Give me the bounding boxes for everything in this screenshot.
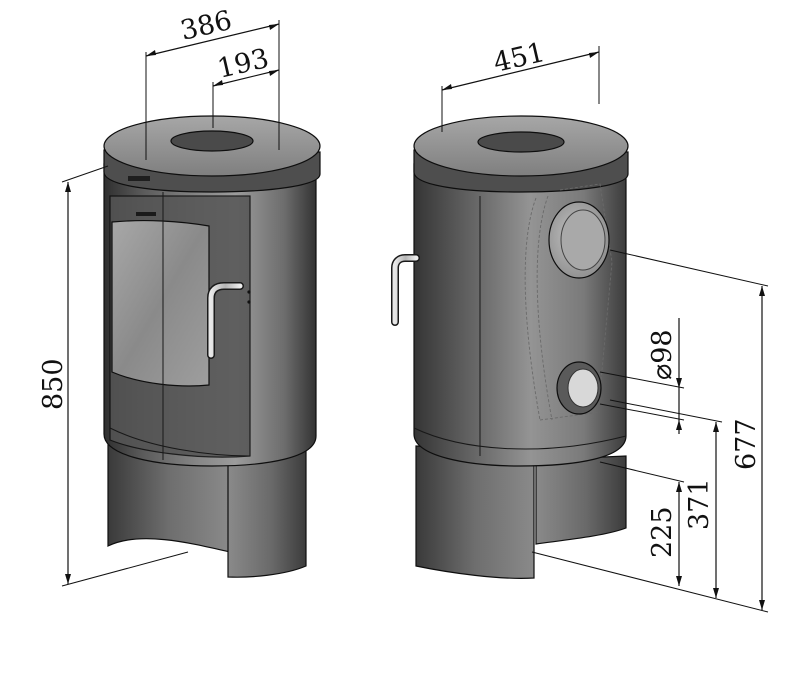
front-view: [103, 115, 321, 578]
side-top-plate: [477, 131, 565, 153]
side-front-leg: [415, 445, 535, 579]
door-emblem: [136, 212, 156, 216]
dim-rear-flue-height: 677: [731, 418, 762, 470]
side-view: [391, 115, 629, 579]
dim-air-inlet-height: 225: [647, 506, 678, 558]
dim-flue-diameter: ⌀98: [647, 329, 678, 380]
dim-half-width: 193: [215, 43, 272, 85]
dim-total-width: 386: [178, 5, 235, 47]
dim-depth: 451: [491, 37, 548, 79]
front-top-plate: [170, 130, 254, 152]
front-leg-panel: [227, 447, 307, 578]
dim-total-height: 850: [38, 358, 69, 410]
dim-air-inlet-top: 371: [684, 478, 715, 530]
side-rear-leg: [535, 455, 627, 545]
door-glass: [111, 219, 210, 387]
side-door-handle: [391, 254, 420, 326]
air-control-lever: [128, 176, 150, 181]
side-dimensions: 451 ⌀98 225 371 677: [441, 37, 769, 613]
